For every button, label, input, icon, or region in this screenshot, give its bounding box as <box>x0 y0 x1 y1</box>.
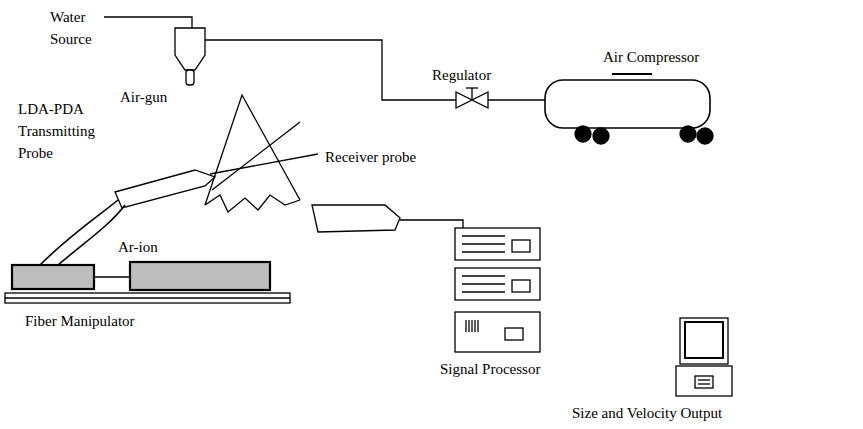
regulator-valve <box>456 92 472 108</box>
regulator-valve <box>472 92 488 108</box>
air-line <box>488 99 545 100</box>
optical-fiber <box>40 200 118 265</box>
optical-fiber <box>58 205 125 265</box>
laser-beam <box>212 122 300 190</box>
gun-nozzle <box>186 70 194 85</box>
probe-label: LDA-PDA Transmitting Probe <box>18 98 110 164</box>
part-label: Fiber Manipulator <box>25 310 135 332</box>
laser-unit <box>12 265 94 289</box>
compressor-tank <box>545 80 710 128</box>
receiver-probe <box>312 205 400 232</box>
transmitting-probe <box>115 170 215 208</box>
source-label: Water Source <box>50 6 105 50</box>
manipulator-rail <box>5 293 290 303</box>
probe-label: Receiver probe <box>325 146 416 168</box>
computer <box>676 318 732 396</box>
part-label: Signal Processor <box>440 358 540 380</box>
part-label: Air Compressor <box>603 46 699 68</box>
regulator-stem <box>471 88 472 100</box>
manipulator-rail <box>5 297 290 298</box>
compressor-handle <box>612 73 652 75</box>
spray-cone <box>205 95 300 205</box>
laser-link <box>94 276 130 277</box>
part-label: Regulator <box>432 64 491 86</box>
laser-beam <box>210 154 318 174</box>
laser-label: Ar-ion <box>118 236 158 258</box>
output-label: Size and Velocity Output <box>572 402 722 424</box>
spray-front <box>205 195 300 212</box>
air-gun <box>175 28 205 70</box>
part-label: Air-gun <box>120 86 167 108</box>
signal-cable <box>400 220 463 228</box>
ar-ion-laser <box>130 262 270 290</box>
signal-processor <box>455 228 540 352</box>
regulator-knob <box>466 87 478 88</box>
air-line <box>205 40 456 100</box>
compressor-wheels <box>575 126 713 144</box>
